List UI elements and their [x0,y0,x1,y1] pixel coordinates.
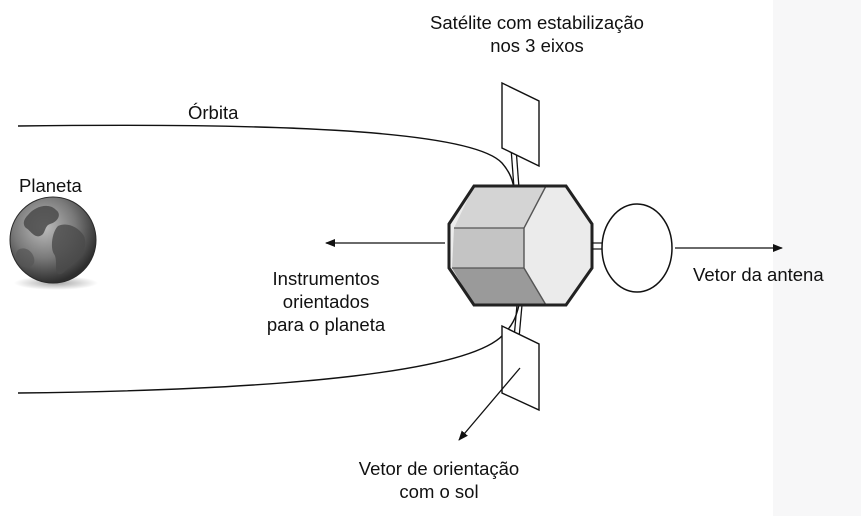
instruments-label-line-3: para o planeta [266,314,386,335]
sun-vector-label-line-1: Vetor de orientação [358,458,520,479]
satellite-label-line-2: nos 3 eixos [490,35,584,56]
background-strip [773,0,861,516]
satellite-label-line-1: Satélite com estabilização [430,12,644,33]
planet-globe-icon [9,196,98,290]
satellite-body [447,184,594,307]
orbit-line-upper [17,124,515,189]
orbit-label: Órbita [188,102,239,123]
orbit-line-lower [17,304,520,394]
instruments-label-line-1: Instrumentos [272,268,380,289]
sun-vector-arrow [458,367,521,441]
antenna-vector-label: Vetor da antena [693,264,824,285]
antenna-dish [592,203,673,293]
instruments-label-line-2: orientados [282,291,370,312]
planet-label: Planeta [19,175,82,196]
instruments-label: Instrumentos orientados para o planeta [226,267,426,336]
sun-vector-label: Vetor de orientação com o sol [327,457,551,503]
solar-panel-lower [501,304,540,412]
satellite-label: Satélite com estabilização nos 3 eixos [383,11,691,57]
solar-panel-upper [501,81,540,189]
sun-vector-label-line-2: com o sol [399,481,479,502]
